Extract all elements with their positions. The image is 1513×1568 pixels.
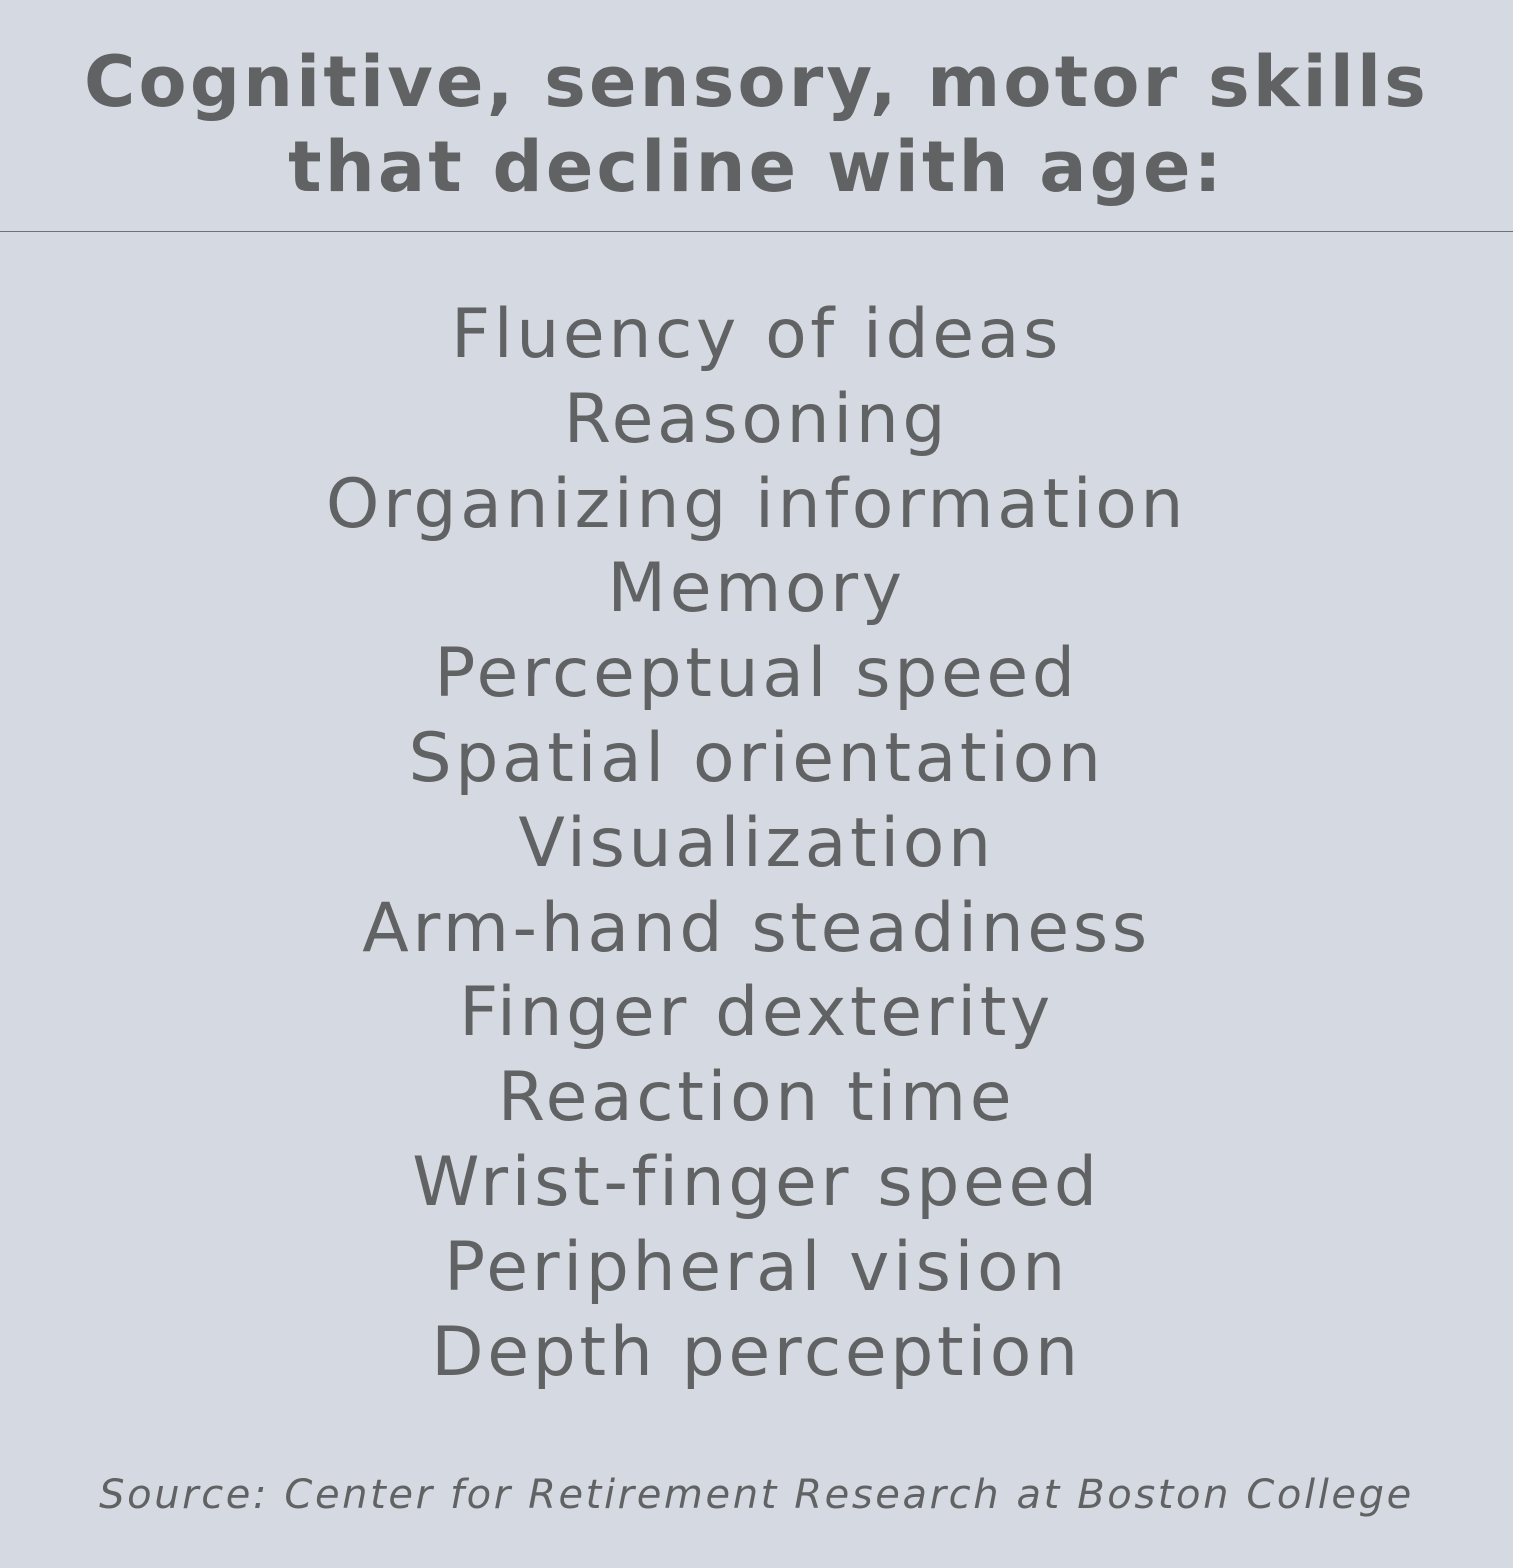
- skill-item: Memory: [607, 549, 906, 629]
- skill-item: Reasoning: [563, 379, 950, 459]
- page-title: Cognitive, sensory, motor skills that de…: [0, 40, 1513, 210]
- source-credit: Source: Center for Retirement Research a…: [99, 1472, 1414, 1518]
- skill-item: Wrist-finger speed: [412, 1142, 1101, 1222]
- skill-item: Arm-hand steadiness: [362, 888, 1151, 968]
- skill-item: Perceptual speed: [434, 634, 1079, 714]
- skill-item: Organizing information: [325, 464, 1188, 544]
- skill-item: Finger dexterity: [459, 973, 1054, 1053]
- skill-item: Fluency of ideas: [450, 295, 1063, 374]
- title-line-2: that decline with age:: [288, 126, 1225, 208]
- skill-item: Spatial orientation: [408, 718, 1105, 798]
- title-divider: [0, 231, 1513, 232]
- title-line-1: Cognitive, sensory, motor skills: [83, 41, 1430, 123]
- skills-list: Fluency of ideas Reasoning Organizing in…: [0, 293, 1513, 1395]
- skill-item: Visualization: [518, 803, 995, 883]
- skill-item: Peripheral vision: [444, 1227, 1069, 1307]
- skill-item: Depth perception: [431, 1312, 1082, 1392]
- skill-item: Reaction time: [497, 1058, 1016, 1138]
